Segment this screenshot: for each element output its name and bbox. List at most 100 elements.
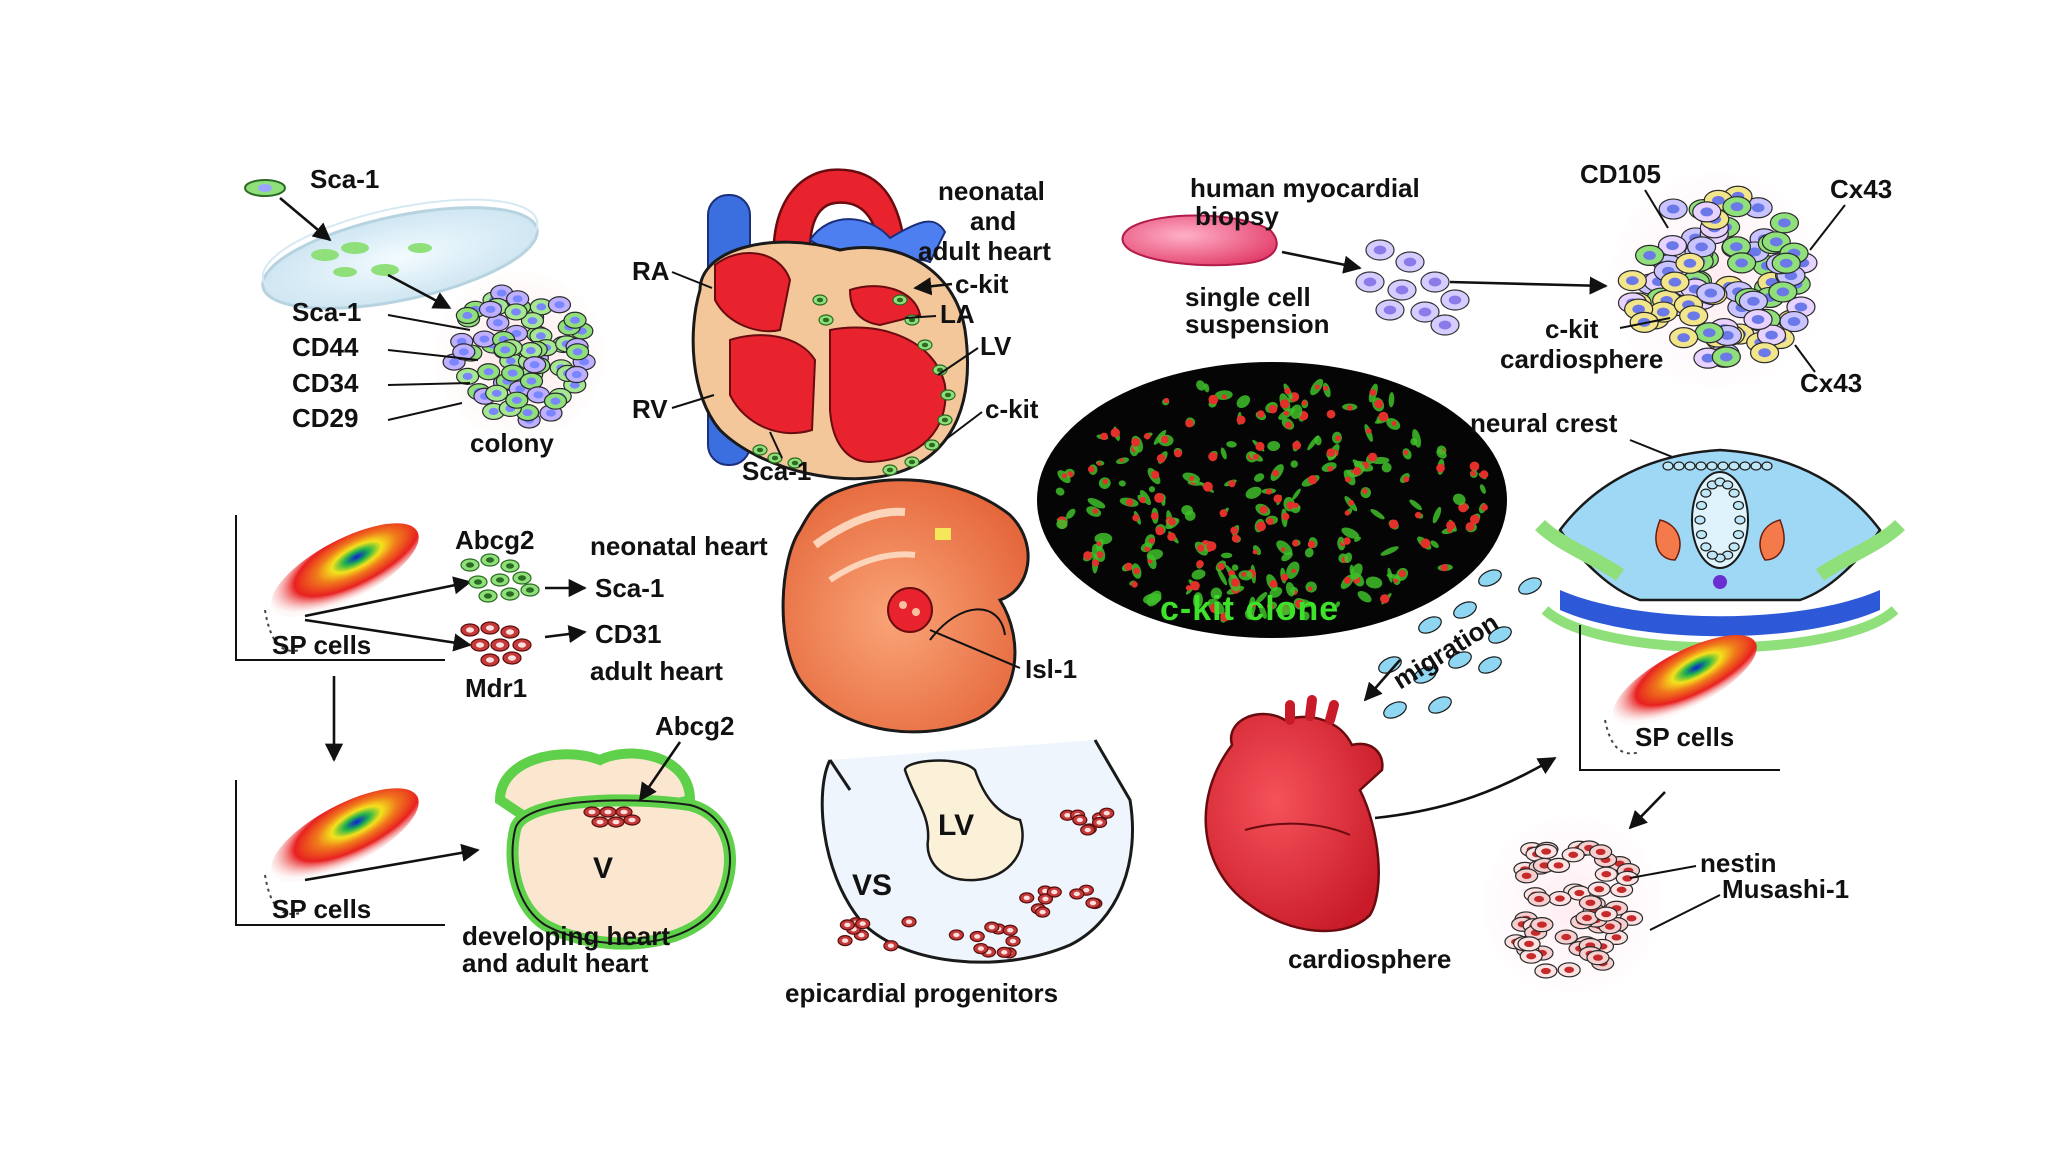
cell-nucleus bbox=[536, 303, 547, 311]
clone-nucleus bbox=[1208, 452, 1218, 462]
tube-cell bbox=[1734, 515, 1746, 525]
cell-nucleus bbox=[462, 372, 473, 380]
cell-nucleus bbox=[1730, 242, 1743, 252]
clone-cytoplasm bbox=[1259, 604, 1267, 619]
clone-nucleus bbox=[1403, 476, 1410, 483]
clone-nucleus bbox=[1269, 580, 1278, 588]
tube-cell bbox=[1722, 480, 1734, 490]
clone-nucleus bbox=[1286, 501, 1295, 510]
clone-cytoplasm bbox=[1301, 611, 1310, 621]
cell-nucleus bbox=[1084, 827, 1091, 833]
label-cd31: CD31 bbox=[595, 619, 661, 649]
clone-cytoplasm bbox=[1409, 499, 1422, 511]
clone-nucleus bbox=[1251, 602, 1256, 608]
label-cardiosphere-top: cardiosphere bbox=[1500, 344, 1663, 374]
left-ventricle-cavity bbox=[903, 759, 1024, 882]
clone-nucleus bbox=[1348, 499, 1354, 506]
clone-nucleus bbox=[1352, 467, 1362, 476]
cell-nucleus bbox=[485, 557, 495, 563]
cell-nucleus bbox=[456, 337, 467, 346]
cell-nucleus bbox=[1794, 302, 1808, 312]
clone-nucleus bbox=[1083, 551, 1092, 560]
cell-nucleus bbox=[491, 389, 502, 397]
adult-sp-cells bbox=[460, 621, 532, 667]
cell-nucleus bbox=[1363, 277, 1377, 287]
clone-cytoplasm bbox=[1335, 601, 1341, 608]
cell-nucleus bbox=[492, 319, 503, 327]
clone-nucleus bbox=[1144, 432, 1151, 440]
clone-cytoplasm bbox=[1357, 590, 1372, 603]
clone-nucleus bbox=[1168, 517, 1176, 526]
cell-nucleus bbox=[495, 642, 505, 648]
clone-cytoplasm bbox=[1184, 510, 1196, 521]
cell-nucleus bbox=[465, 627, 475, 633]
label-developing-heart: developing heart bbox=[462, 921, 670, 951]
clone-nucleus bbox=[1119, 458, 1124, 463]
clone-nucleus bbox=[1132, 514, 1140, 522]
cell-nucleus bbox=[511, 396, 522, 404]
clone-nucleus bbox=[1139, 496, 1146, 503]
clone-nucleus bbox=[1398, 569, 1406, 578]
clone-nucleus bbox=[1362, 488, 1368, 494]
migrating-cell bbox=[1383, 701, 1407, 719]
cell-nucleus bbox=[908, 317, 916, 323]
clone-nucleus bbox=[1414, 511, 1422, 519]
clone-cytoplasm bbox=[1139, 489, 1151, 506]
migrating-cell bbox=[1518, 577, 1542, 595]
clone-nucleus bbox=[1202, 481, 1213, 492]
cell-nucleus bbox=[1001, 950, 1008, 955]
cell-nucleus bbox=[1582, 914, 1592, 922]
cell-nucleus bbox=[1524, 940, 1534, 948]
crest-top-cell bbox=[1706, 461, 1718, 471]
cell-nucleus bbox=[887, 943, 895, 948]
clone-nucleus bbox=[1125, 498, 1134, 507]
tube-cell bbox=[1694, 515, 1706, 525]
crest-top-cell bbox=[1750, 461, 1762, 471]
crest-top-cell bbox=[1717, 461, 1729, 471]
cell-nucleus bbox=[1595, 848, 1606, 856]
clone-cytoplasm bbox=[1370, 508, 1385, 520]
cell-nucleus bbox=[1604, 923, 1615, 930]
clone-nucleus bbox=[1150, 512, 1159, 520]
clone-cytoplasm bbox=[1055, 487, 1065, 496]
clone-nucleus bbox=[1346, 404, 1353, 411]
cell-nucleus bbox=[1585, 899, 1596, 906]
clone-nucleus bbox=[1190, 580, 1200, 591]
cell-nucleus bbox=[496, 289, 507, 297]
crest-top-cell bbox=[1684, 461, 1696, 471]
clone-nucleus bbox=[1440, 563, 1449, 572]
clone-cytoplasm bbox=[1387, 567, 1393, 583]
cell-nucleus bbox=[928, 442, 936, 448]
clone-nucleus bbox=[1378, 411, 1389, 422]
clone-nucleus bbox=[1196, 560, 1204, 568]
label-biopsy: biopsy bbox=[1195, 201, 1279, 231]
clone-nucleus bbox=[1327, 465, 1334, 472]
label-cd29: CD29 bbox=[292, 403, 358, 433]
cell-nucleus bbox=[572, 348, 583, 356]
clone-nucleus bbox=[1131, 581, 1138, 588]
clone-nucleus bbox=[1155, 526, 1165, 536]
clone-cytoplasm bbox=[1344, 552, 1353, 564]
clone-nucleus bbox=[1344, 476, 1351, 483]
clone-cytoplasm bbox=[1292, 488, 1301, 500]
label-sca1-sp: Sca-1 bbox=[595, 573, 664, 603]
clone-nucleus bbox=[1185, 419, 1194, 428]
cell-nucleus bbox=[511, 308, 521, 316]
cell-nucleus bbox=[1089, 900, 1097, 906]
tube-cell bbox=[1728, 542, 1740, 552]
crest-top-cell bbox=[1761, 461, 1773, 471]
clone-nucleus bbox=[1133, 567, 1140, 575]
clone-nucleus bbox=[1252, 453, 1259, 460]
clone-nucleus bbox=[1295, 599, 1304, 608]
cell-nucleus bbox=[485, 657, 495, 663]
label-sca1-top: Sca-1 bbox=[310, 164, 379, 194]
label-neonatal: neonatal bbox=[938, 176, 1045, 206]
cell-nucleus bbox=[511, 329, 522, 338]
cell-nucleus bbox=[1564, 966, 1575, 973]
embryo-heart-region bbox=[887, 587, 933, 633]
clone-nucleus bbox=[1231, 578, 1240, 587]
cell-nucleus bbox=[1701, 353, 1715, 363]
cell-nucleus bbox=[1611, 934, 1622, 941]
petri-dish bbox=[261, 198, 539, 310]
